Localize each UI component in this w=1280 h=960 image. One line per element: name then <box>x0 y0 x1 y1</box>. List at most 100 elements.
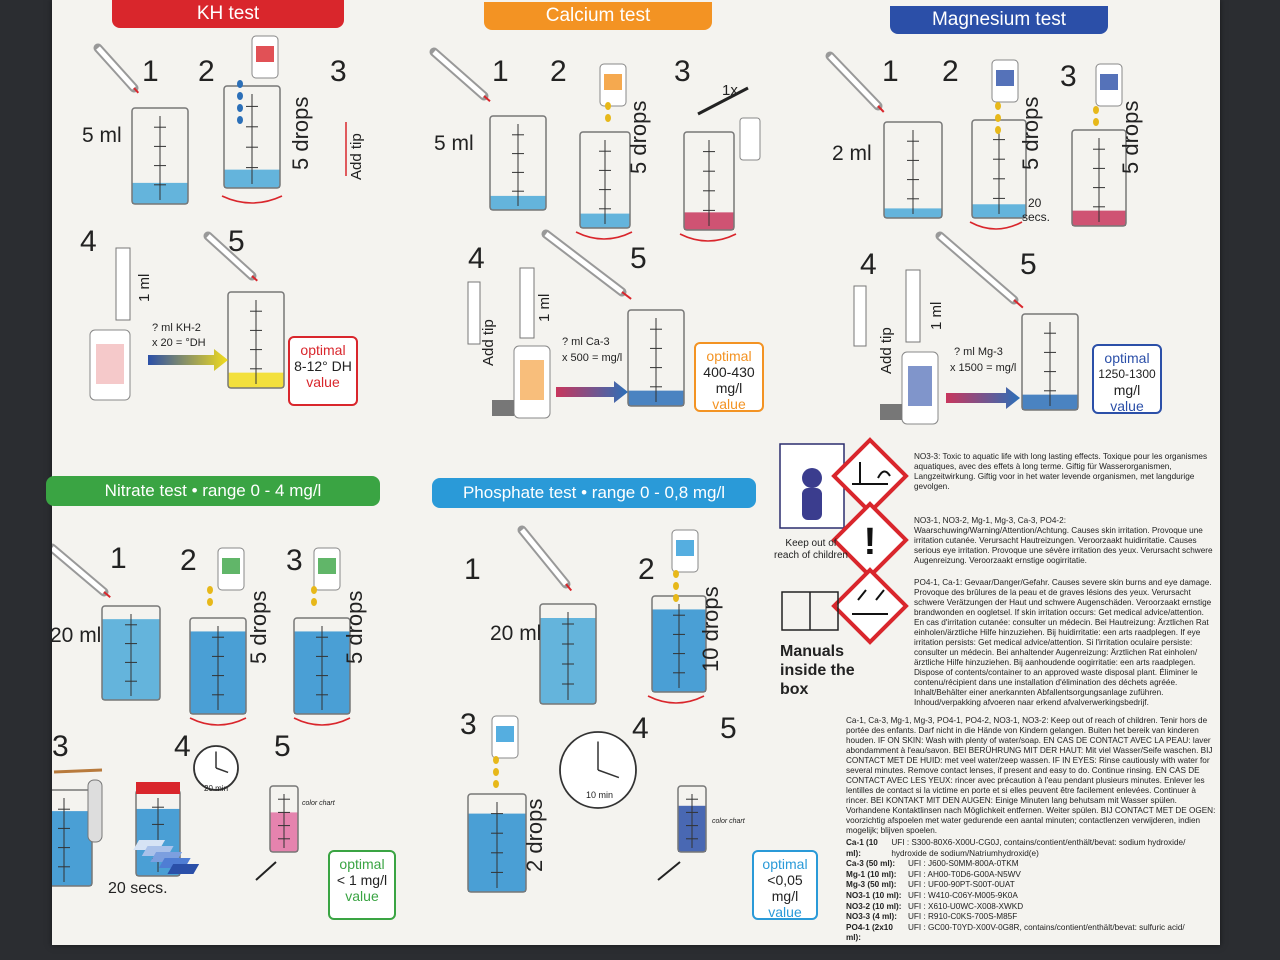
corrosion-icon <box>852 589 888 615</box>
reagent-drop <box>995 114 1001 122</box>
ghs-hazard-diamond <box>831 567 909 645</box>
magnesium-add-tip: Add tip <box>878 327 895 374</box>
phosphate-step-1: 1 <box>464 553 481 586</box>
ufi-key: PO4-1 (2x10 ml): <box>846 922 893 943</box>
phosphate-optimal-unit-1: mg/l <box>771 888 799 904</box>
beaker-glass <box>683 131 735 231</box>
phosphate-drops-b: 2 drops <box>522 798 547 872</box>
nitrate-drops-b: 5 drops <box>342 590 367 664</box>
hazard-text-3: PO4-1, Ca-1: Gevaar/Danger/Gefahr. Cause… <box>914 578 1212 707</box>
reagent-label <box>1100 74 1118 90</box>
reagent-drop <box>673 594 679 602</box>
nitrate-optimal-box: optimal < 1 mg/l value <box>328 850 396 920</box>
calcium-step-2: 2 <box>550 55 567 88</box>
kh-optimal-value: 8-12° DH <box>294 358 352 374</box>
beaker-glass <box>227 291 285 389</box>
kh-optimal-box: optimal 8-12° DH value <box>288 336 358 406</box>
reagent-drop <box>237 116 243 124</box>
kh-optimal-label: optimal <box>300 342 346 358</box>
instruction-sheet: ! KH test 1 2 3 4 5 5 ml 5 drops Add tip… <box>46 0 1220 945</box>
calcium-optimal-label: optimal <box>706 348 752 364</box>
kh-title: KH test <box>112 0 344 28</box>
reagent-drop <box>237 80 243 88</box>
hazard-text-2: NO3-1, NO3-2, Mg-1, Mg-3, Ca-3, PO4-2: W… <box>914 516 1213 565</box>
nitrate-color-chart: color chart <box>302 800 335 807</box>
syringe-body <box>206 234 254 278</box>
calcium-title: Calcium test <box>484 2 712 30</box>
reagent-drop <box>493 756 499 764</box>
ufi-value: UFI : W410-C06Y-M005-9K0A <box>908 890 1018 900</box>
nitrate-optimal-label: optimal <box>339 856 385 872</box>
syringe-body <box>828 54 880 108</box>
syringe-body <box>544 232 624 294</box>
ufi-key: Ca-3 (50 ml): <box>846 859 896 869</box>
reagent-drop <box>605 114 611 122</box>
calcium-drops: 5 drops <box>626 100 651 174</box>
calcium-optimal-value: 400-430 <box>703 364 755 380</box>
syringe-tip <box>565 583 573 592</box>
phosphate-step-2: 2 <box>638 553 655 586</box>
scoop-icon <box>697 86 749 116</box>
mg-3-label <box>908 366 932 406</box>
kh-step-5: 5 <box>228 225 245 258</box>
ufi-value: UFI : GC00-T0YD-X00V-0G8R, contains/cont… <box>908 922 1185 932</box>
mg-cap <box>880 404 902 420</box>
ufi-key: NO3-2 (10 ml): <box>846 901 902 911</box>
reagent-drop <box>493 780 499 788</box>
environment-icon <box>852 462 891 485</box>
reagent-drop <box>995 102 1001 110</box>
nitrate-step-3: 3 <box>286 544 303 577</box>
phosphate-clock: 10 min <box>586 790 614 800</box>
reagent-label <box>676 540 694 556</box>
keep-out-label: Keep out of reach of children <box>774 538 848 561</box>
phosphate-optimal-unit: value <box>768 904 802 920</box>
clock-hand <box>215 767 229 774</box>
ca-3-label <box>520 360 544 400</box>
kh-step-3: 3 <box>330 55 347 88</box>
nitrate-volume: 20 ml <box>50 624 102 647</box>
beaker-glass <box>627 309 685 407</box>
clock-hand <box>597 769 620 779</box>
ufi-value: UFI : R910-C0KS-700S-M85F <box>908 912 1018 922</box>
nitrate-clock: 20 min <box>204 784 229 793</box>
ufi-key: NO3-1 (10 ml): <box>846 890 902 900</box>
nitrate-drops: 5 drops <box>246 590 271 664</box>
ufi-row: NO3-1 (10 ml): UFI : W410-C06Y-M005-9K0A <box>846 891 1216 902</box>
kh-drops: 5 drops <box>288 96 313 170</box>
child-body <box>802 488 822 520</box>
color-chart-swatch <box>167 864 200 874</box>
beaker-glass <box>579 131 631 229</box>
colour-change-arrow <box>148 349 228 371</box>
ufi-row: NO3-2 (10 ml):UFI : X610-U0WC-X008-XWKD <box>846 902 1216 913</box>
ca-2-tube <box>739 117 761 161</box>
beaker-glass <box>1021 313 1079 411</box>
swirl-arrow <box>293 717 351 726</box>
syringe-tip <box>251 275 258 282</box>
beaker-glass <box>189 617 247 715</box>
magnesium-formula-1: ? ml Mg-3 <box>954 346 1003 358</box>
reagent-drop <box>1093 118 1099 126</box>
reagent-drop <box>995 126 1001 134</box>
calcium-volume: 5 ml <box>434 132 474 155</box>
kh-2-label <box>96 344 124 384</box>
magnesium-optimal-label: optimal <box>1104 350 1150 366</box>
swirl-arrow <box>221 195 283 204</box>
calcium-optimal-unit: value <box>712 396 746 412</box>
swirl-arrow <box>189 717 247 726</box>
beaker-glass <box>651 595 707 693</box>
nitrate-wait: 20 secs. <box>108 880 168 897</box>
kh-step-2: 2 <box>198 55 215 88</box>
swirl-arrow <box>647 695 705 704</box>
compare-arrow <box>255 861 277 881</box>
reagent-label <box>222 558 240 574</box>
magnesium-drops: 5 drops <box>1018 96 1043 170</box>
reagent-drop <box>207 586 213 594</box>
beaker-glass <box>883 121 943 219</box>
syringe-tip <box>483 95 491 103</box>
reagent-drop <box>673 582 679 590</box>
hazard-text-4: Ca-1, Ca-3, Mg-1, Mg-3, PO4-1, PO4-2, NO… <box>846 716 1216 835</box>
calcium-step-3: 3 <box>674 55 691 88</box>
reagent-label <box>256 46 274 62</box>
magnesium-wait: 20 <box>1028 196 1042 210</box>
beaker-glass <box>101 605 161 701</box>
